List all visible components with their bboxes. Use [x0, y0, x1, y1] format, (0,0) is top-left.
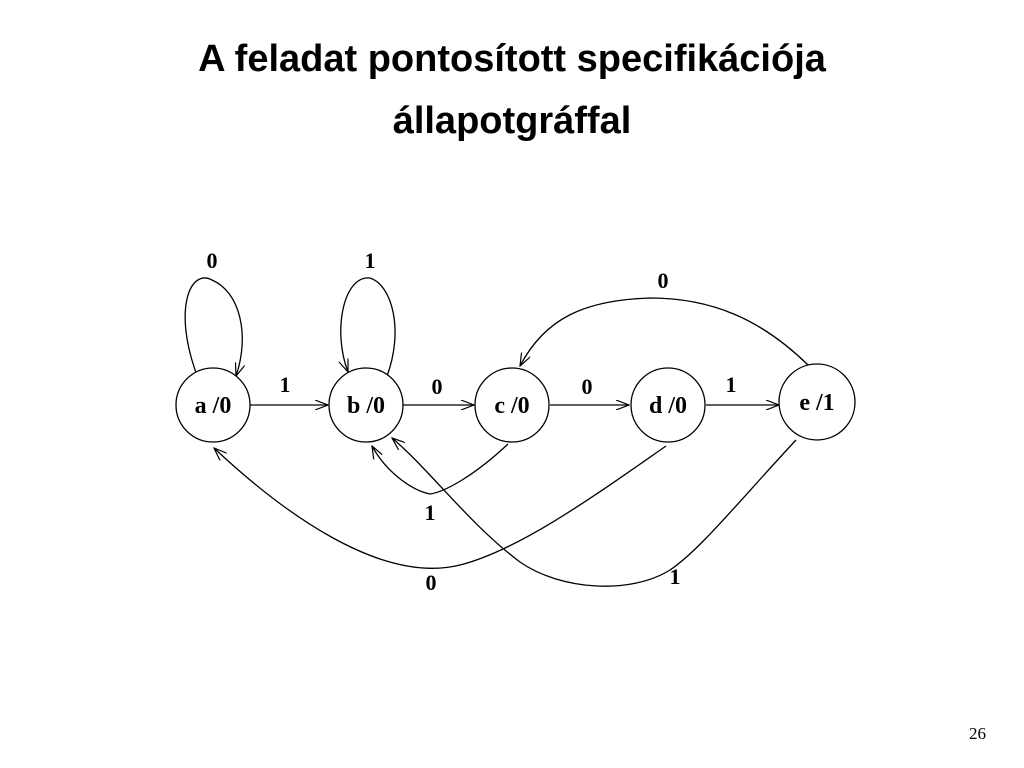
edge-c-b — [372, 443, 509, 495]
state-c: c /0 — [474, 367, 550, 443]
edge-label-c-b: 1 — [425, 500, 436, 525]
state-label-c: c /0 — [494, 393, 529, 419]
state-label-d: d /0 — [649, 393, 687, 419]
edge-label-b-c: 0 — [432, 374, 443, 399]
state-e: e /1 — [778, 363, 856, 441]
page-number: 26 — [969, 724, 986, 743]
state-label-a: a /0 — [195, 393, 232, 419]
edge-b-b — [341, 277, 396, 377]
edge-label-e-b: 1 — [670, 564, 681, 589]
edge-e-b — [392, 438, 797, 587]
edge-label-e-c: 0 — [658, 268, 669, 293]
state-a: a /0 — [175, 367, 251, 443]
state-label-e: e /1 — [799, 390, 834, 416]
edge-label-a-b: 1 — [280, 372, 291, 397]
edge-label-c-d: 0 — [582, 374, 593, 399]
title-line-2: állapotgráffal — [392, 100, 632, 142]
edge-e-c — [520, 297, 809, 366]
slide-title: A feladat pontosított specifikációja áll… — [0, 28, 1024, 152]
edge-d-a — [214, 445, 667, 569]
state-b: b /0 — [328, 367, 404, 443]
edge-label-a-a: 0 — [207, 248, 218, 273]
edge-label-b-b: 1 — [365, 248, 376, 273]
state-d: d /0 — [630, 367, 706, 443]
edge-a-a — [184, 277, 242, 379]
state-label-b: b /0 — [347, 393, 385, 419]
edge-label-d-e: 1 — [726, 372, 737, 397]
title-line-1: A feladat pontosított specifikációja — [198, 38, 826, 80]
edge-label-d-a: 0 — [426, 570, 437, 595]
